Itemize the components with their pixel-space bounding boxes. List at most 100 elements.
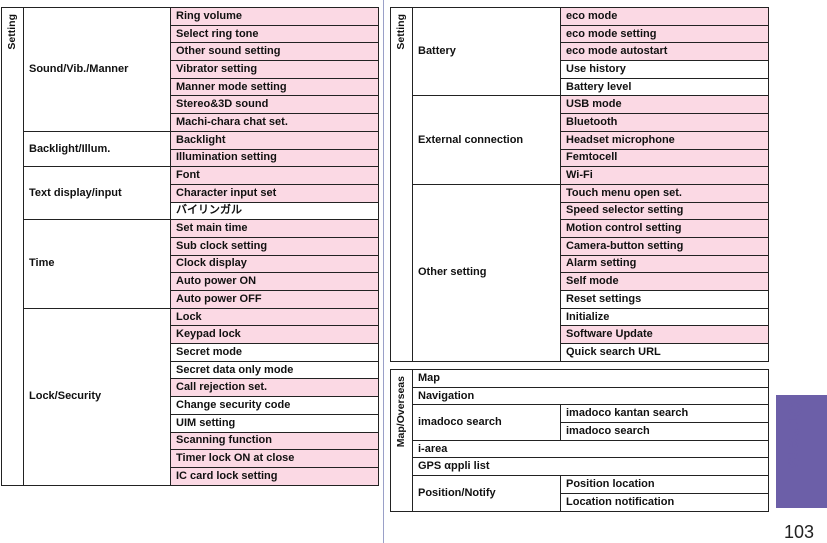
table-row: Initialize xyxy=(391,307,769,327)
menu-item-cell: Secret data only mode xyxy=(170,360,379,380)
table-row: Secret mode xyxy=(2,343,379,362)
table-row: Machi-chara chat set. xyxy=(2,113,379,132)
menu-item-cell: Touch menu open set. xyxy=(560,183,769,203)
table-row: Select ring tone xyxy=(2,24,379,44)
menu-item-cell: Illumination setting xyxy=(170,148,379,168)
table-row: Software Update xyxy=(391,325,769,345)
menu-item-cell: Call rejection set. xyxy=(170,378,379,398)
menu-item-cell: Change security code xyxy=(170,396,379,415)
menu-item-cell: Lock xyxy=(170,307,379,327)
menu-item-cell: Set main time xyxy=(170,219,379,238)
table-row: Stereo&3D sound xyxy=(2,95,379,115)
menu-item-cell: Position location xyxy=(560,475,769,494)
menu-item-cell: Alarm setting xyxy=(560,254,769,274)
menu-item-cell: Initialize xyxy=(560,307,769,327)
menu-item-cell: Quick search URL xyxy=(560,343,769,362)
table-row: Navigation xyxy=(391,386,769,406)
menu-item-cell: Navigation xyxy=(412,386,769,406)
menu-item-cell: Speed selector setting xyxy=(560,201,769,221)
page-number: 103 xyxy=(784,522,815,542)
table-row: Vibrator setting xyxy=(2,60,379,79)
table-row: IC card lock setting xyxy=(2,466,379,486)
menu-item-cell: Software Update xyxy=(560,325,769,345)
menu-item-cell: Battery level xyxy=(560,77,769,97)
table-row: Call rejection set. xyxy=(2,378,379,398)
table-row: imadoco search xyxy=(391,422,769,441)
menu-item-cell: Select ring tone xyxy=(170,24,379,44)
menu-item-cell: Clock display xyxy=(170,254,379,274)
section-tab-marker xyxy=(776,395,827,508)
menu-item-cell: Backlight xyxy=(170,130,379,150)
table-row: Headset microphone xyxy=(391,130,769,150)
menu-item-cell: Machi-chara chat set. xyxy=(170,113,379,132)
group-name-cell: Time xyxy=(23,219,171,309)
table-row: Auto power OFF xyxy=(2,290,379,309)
menu-item-cell: Map xyxy=(412,369,769,388)
menu-item-cell: i-area xyxy=(412,439,769,459)
menu-item-cell: Headset microphone xyxy=(560,130,769,150)
table-row: Map/Overseas Map xyxy=(390,369,769,512)
menu-item-cell: Ring volume xyxy=(170,7,379,26)
menu-item-cell: Motion control setting xyxy=(560,219,769,238)
table-row: Backlight/Illum.Backlight xyxy=(2,130,379,168)
table-row: バイリンガル xyxy=(2,201,379,221)
menu-item-cell: Vibrator setting xyxy=(170,60,379,79)
group-name-cell: Backlight/Illum. xyxy=(23,130,171,168)
section-label-cell: Setting xyxy=(1,7,24,486)
menu-item-cell: Other sound setting xyxy=(170,42,379,62)
group-name-cell: Battery xyxy=(412,6,561,97)
table-row: Clock display xyxy=(2,254,379,274)
menu-item-cell: バイリンガル xyxy=(170,201,379,221)
table-row: Quick search URL xyxy=(391,343,769,362)
menu-item-cell: Timer lock ON at close xyxy=(170,449,379,468)
table-row: Secret data only mode xyxy=(2,360,379,380)
section-tab-label: Others xyxy=(783,402,804,470)
section-label: Map/Overseas xyxy=(395,376,407,448)
table-row: Alarm setting xyxy=(391,254,769,274)
group-name-cell: Sound/Vib./Manner xyxy=(23,7,171,132)
table-row: i-area xyxy=(391,439,769,459)
table-row: Change security code xyxy=(2,396,379,415)
menu-item-cell: Location notification xyxy=(560,492,769,512)
menu-item-cell: Femtocell xyxy=(560,148,769,168)
group-name-cell: Other setting xyxy=(412,183,561,362)
menu-item-cell: imadoco search xyxy=(560,422,769,441)
table-row: Keypad lock xyxy=(2,325,379,345)
table-row: eco mode autostart xyxy=(391,42,769,62)
section-label: Setting xyxy=(6,14,18,50)
menu-item-cell: Manner mode setting xyxy=(170,77,379,97)
menu-item-cell: GPS αppli list xyxy=(412,457,769,477)
table-row: Scanning function xyxy=(2,431,379,451)
group-name-cell: imadoco search xyxy=(412,404,561,441)
table-row: Illumination setting xyxy=(2,148,379,168)
menu-item-cell: eco mode xyxy=(560,7,769,26)
table-row: Femtocell xyxy=(391,148,769,168)
table-row: GPS αppli list xyxy=(391,457,769,477)
section-label-cell: Setting xyxy=(390,7,413,362)
section-label: Setting xyxy=(395,14,407,50)
table-row: UIM setting xyxy=(2,413,379,433)
menu-item-cell: Auto power ON xyxy=(170,272,379,291)
group-name-cell: External connection xyxy=(412,95,561,185)
group-name-cell: Position/Notify xyxy=(412,475,561,512)
table-row: Location notification xyxy=(391,492,769,512)
menu-item-cell: Camera-button setting xyxy=(560,236,769,256)
table-row: Other sound setting xyxy=(2,42,379,62)
menu-item-cell: Use history xyxy=(560,60,769,79)
menu-item-cell: Wi-Fi xyxy=(560,166,769,185)
group-name-cell: Text display/input xyxy=(23,166,171,221)
menu-item-cell: Stereo&3D sound xyxy=(170,95,379,115)
section-label-cell: Map/Overseas xyxy=(390,369,413,512)
menu-item-cell: USB mode xyxy=(560,95,769,115)
table-row: Bluetooth xyxy=(391,113,769,132)
